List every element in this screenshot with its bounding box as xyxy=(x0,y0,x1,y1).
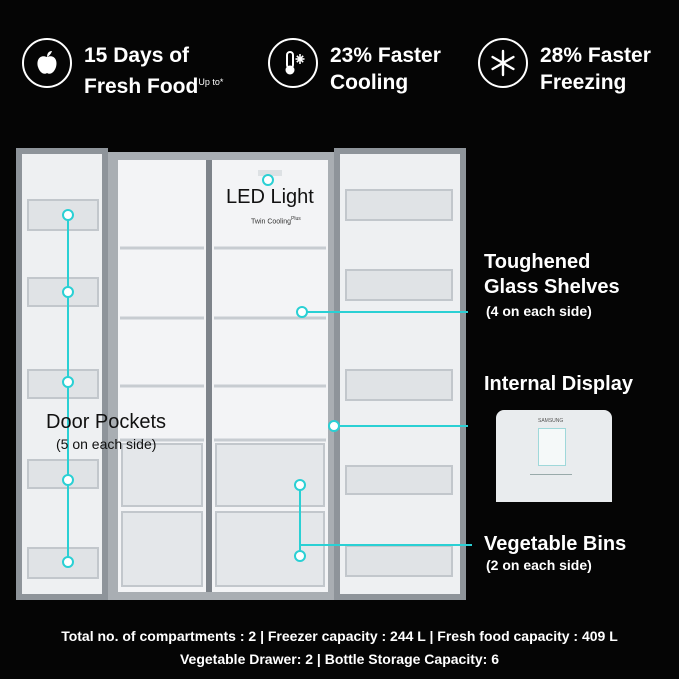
twin-cooling-text: Twin Cooling xyxy=(251,218,292,226)
shelves-line2: Glass Shelves xyxy=(484,276,620,298)
feature-fresh-food-line1: 15 Days of xyxy=(84,44,190,67)
led-light-label: LED Light xyxy=(226,186,314,208)
refrigerator-image xyxy=(16,148,466,600)
specs-line-1: Total no. of compartments : 2 | Freezer … xyxy=(61,628,618,644)
display-screen xyxy=(538,428,566,466)
veg-bin-dot-2 xyxy=(294,550,306,562)
display-brand: SAMSUNG xyxy=(538,418,564,424)
veg-bins-label: Vegetable Bins xyxy=(484,533,627,555)
door-pocket-dot-5 xyxy=(62,556,74,568)
twin-cooling-label: Twin CoolingPlus xyxy=(251,216,301,225)
display-controls xyxy=(530,474,572,479)
feature-fresh-food-line2: Fresh Food xyxy=(84,75,199,98)
feature-freezing-line1: 28% Faster xyxy=(540,44,651,67)
internal-display-panel: SAMSUNG xyxy=(496,410,612,502)
veg-bin-dot-1 xyxy=(294,479,306,491)
internal-display-label: Internal Display xyxy=(484,373,633,395)
specs-line-2: Vegetable Drawer: 2 | Bottle Storage Cap… xyxy=(179,651,500,667)
feature-freezing: 28% Faster Freezing xyxy=(540,42,651,96)
shelves-line1: Toughened xyxy=(484,251,591,273)
door-pocket-dot-3 xyxy=(62,376,74,388)
thermometer-snowflake-icon xyxy=(268,38,318,88)
twin-cooling-sup: Plus xyxy=(291,216,301,222)
feature-cooling-line2: Cooling xyxy=(330,71,409,94)
led-light-dot xyxy=(262,174,274,186)
door-pockets-sublabel: (5 on each side) xyxy=(56,436,157,452)
feature-fresh-food: 15 Days of Fresh FoodUp to* xyxy=(84,42,223,100)
snowflake-icon xyxy=(478,38,528,88)
door-pocket-dot-2 xyxy=(62,286,74,298)
feature-freezing-line2: Freezing xyxy=(540,71,627,94)
shelf-dot xyxy=(296,306,308,318)
feature-fresh-food-sup: Up to* xyxy=(198,77,224,87)
shelves-sublabel: (4 on each side) xyxy=(486,303,592,319)
door-pocket-dot-1 xyxy=(62,209,74,221)
shelves-label: Toughened Glass Shelves xyxy=(484,250,620,300)
veg-bins-sublabel: (2 on each side) xyxy=(486,557,592,573)
door-pockets-label: Door Pockets xyxy=(46,411,167,433)
feature-cooling: 23% Faster Cooling xyxy=(330,42,441,96)
display-dot xyxy=(328,420,340,432)
door-pocket-dot-4 xyxy=(62,474,74,486)
fresh-food-icon xyxy=(22,38,72,88)
feature-cooling-line1: 23% Faster xyxy=(330,44,441,67)
